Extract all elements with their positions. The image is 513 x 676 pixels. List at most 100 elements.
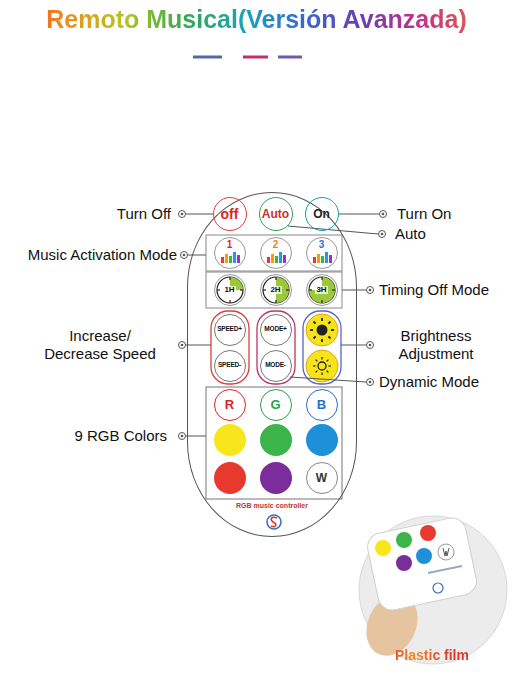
leader-markers [179, 211, 387, 440]
logo-ring [267, 515, 281, 529]
sun-symbol [318, 362, 326, 370]
music-button: 3 [306, 237, 338, 269]
color-button [260, 424, 292, 456]
bar [233, 252, 236, 263]
bar [237, 255, 240, 263]
color-button [260, 462, 292, 494]
color-button [306, 424, 338, 456]
button-label: B [317, 398, 326, 411]
brightness-button [306, 314, 338, 346]
bar [229, 256, 232, 263]
timer-button: 2H [260, 274, 292, 306]
clock-face [217, 277, 243, 303]
dot [396, 532, 412, 548]
brand-logo [267, 515, 281, 529]
sun-rays [310, 318, 334, 342]
callout-label: Timing Off Mode [379, 281, 511, 299]
remote-piece [365, 515, 479, 612]
button-label: 2 [273, 240, 279, 250]
power-button: off [213, 197, 247, 231]
sun-symbol [317, 325, 328, 336]
callout-label: Increase/ Decrease Speed [41, 327, 159, 363]
clock-sector [309, 277, 335, 303]
button-label: SPEED+ [217, 326, 242, 333]
leader-lines [186, 214, 379, 436]
auto-button: Auto [259, 197, 293, 231]
timer-button: 3H [306, 274, 338, 306]
timer-button: 1H [214, 274, 246, 306]
color-button: W [306, 462, 338, 494]
callout-label: Auto [395, 225, 495, 243]
group-outlines [206, 235, 342, 499]
group-box [211, 311, 249, 384]
music-button: 2 [260, 237, 292, 269]
speed-button: SPEED- [214, 350, 246, 382]
color-button [214, 462, 246, 494]
print-line [428, 566, 462, 573]
bar [267, 257, 270, 263]
button-label: Auto [262, 208, 289, 220]
dot [420, 525, 436, 541]
button-label: 3 [319, 240, 325, 250]
button-label: 1 [227, 240, 233, 250]
button-label: G [270, 398, 280, 411]
button-label: off [221, 207, 239, 221]
diagram-title: Remoto Musical(Versión Avanzada) [0, 4, 513, 34]
brightness-buttons [306, 314, 338, 382]
bar [313, 257, 316, 263]
clock-ticks [217, 277, 335, 303]
button-label: 3H [315, 286, 327, 294]
music-icons [221, 252, 332, 263]
callout-label: Turn On [397, 205, 507, 223]
callout-label: 9 RGB Colors [57, 427, 167, 445]
callout-label: Brightness Adjustment [386, 327, 486, 363]
title-dashes [193, 57, 302, 58]
bar [329, 255, 332, 263]
clock-face [263, 277, 289, 303]
color-button: R [214, 389, 246, 421]
dash [278, 56, 302, 59]
dash [243, 56, 268, 59]
timer-icons [217, 277, 335, 303]
remote-body: RGB music controller off Auto On 1 2 3 1H 2H 3H SP… [187, 192, 357, 537]
color-buttons [214, 424, 338, 494]
bar [275, 256, 278, 263]
callout-label: Music Activation Mode [0, 246, 177, 264]
group-box [206, 387, 342, 499]
brightness-button [306, 350, 338, 382]
bar [279, 252, 282, 263]
dot [396, 555, 412, 571]
mode-button: MODE+ [260, 314, 292, 346]
color-button: B [306, 389, 338, 421]
bar [325, 252, 328, 263]
photo-caption: Plastic film [382, 646, 482, 664]
group-box [206, 235, 342, 271]
music-button: 1 [214, 237, 246, 269]
plastic-film-photo [357, 515, 507, 664]
button-label: MODE+ [264, 326, 286, 333]
dot [416, 548, 432, 564]
w-mark [443, 548, 449, 556]
button-label: W [316, 472, 327, 484]
bar [271, 254, 274, 263]
brand-text: RGB music controller [188, 501, 356, 510]
bar [283, 255, 286, 263]
dot [438, 544, 454, 560]
button-label: 1H [223, 286, 235, 294]
logo-mark [271, 517, 277, 526]
group-box [303, 311, 341, 384]
bar [317, 254, 320, 263]
dot [375, 540, 391, 556]
button-label: MODE- [265, 362, 286, 369]
mode-button: MODE- [260, 350, 292, 382]
sun-rays [313, 357, 331, 375]
callout-label: Turn Off [71, 205, 171, 223]
button-label: On [313, 208, 330, 220]
group-box [257, 311, 295, 384]
speed-button: SPEED+ [214, 314, 246, 346]
button-label: 2H [269, 286, 281, 294]
callout-label: Dynamic Mode [379, 373, 509, 391]
dash [193, 56, 222, 59]
power-button: On [305, 197, 339, 231]
